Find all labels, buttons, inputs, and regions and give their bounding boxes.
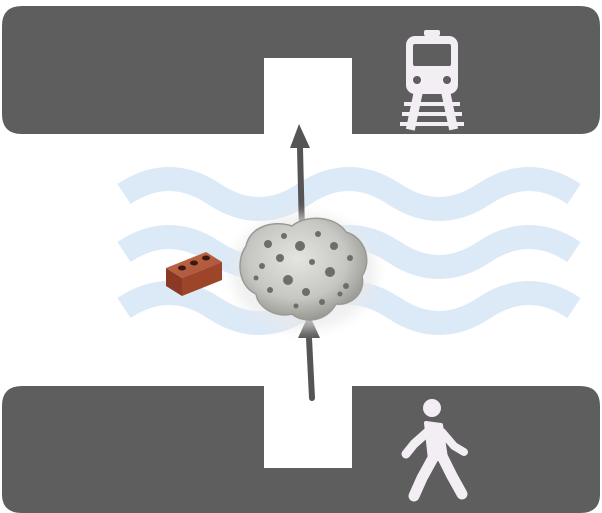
- arrow-up-upper-head: [290, 124, 310, 148]
- train-icon: [400, 30, 464, 131]
- top-land-panel: [2, 6, 600, 134]
- bottom-land-panel: [2, 386, 600, 513]
- clay-brick: [166, 252, 222, 296]
- pumice-stone: [232, 214, 376, 330]
- arrow-up-lower-shaft: [309, 338, 312, 398]
